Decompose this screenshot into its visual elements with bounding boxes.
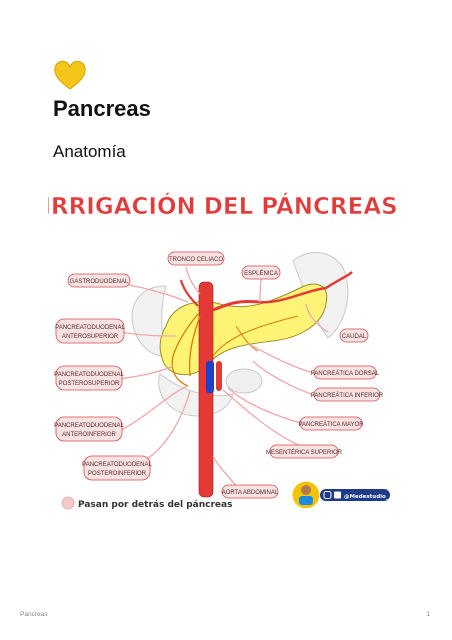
svg-text:CAUDAL: CAUDAL [342, 334, 367, 340]
svg-text:PANCREATODUODENAL: PANCREATODUODENAL [54, 372, 124, 378]
svg-text:Pasan por detrás del páncreas: Pasan por detrás del páncreas [78, 500, 232, 510]
label-caudal: CAUDAL [339, 328, 369, 343]
svg-text:MESENTÉRICA SUPERIOR: MESENTÉRICA SUPERIOR [266, 449, 343, 456]
svg-text:PANCREÁTICA MAYOR: PANCREÁTICA MAYOR [298, 421, 364, 428]
figure-legend: Pasan por detrás del páncreas [61, 496, 232, 510]
svg-text:PANCREATODUODENAL: PANCREATODUODENAL [82, 462, 152, 468]
instagram-icon [323, 491, 332, 499]
anatomy-illustration [131, 252, 353, 498]
svg-text:PANCREÁTICA DORSAL: PANCREÁTICA DORSAL [311, 370, 380, 377]
svg-text:ANTEROSUPERIOR: ANTEROSUPERIOR [62, 334, 119, 340]
section-heading: Anatomía [53, 142, 126, 161]
label-mesenterica-superior: MESENTÉRICA SUPERIOR [266, 444, 343, 459]
label-pd-anterosuperior: PANCREATODUODENAL ANTEROSUPERIOR [55, 318, 125, 344]
svg-text:POSTEROINFERIOR: POSTEROINFERIOR [88, 471, 147, 477]
svg-text:ESPLÉNICA: ESPLÉNICA [244, 270, 278, 277]
label-esplenica: ESPLÉNICA [241, 265, 281, 280]
footer-page-number: 1 [426, 611, 430, 618]
yellow-heart-icon [54, 60, 86, 90]
facebook-icon [334, 491, 341, 499]
pancreas-irrigation-figure: IRRIGACIÓN DEL PÁNCREAS [48, 192, 398, 510]
label-pancreatica-mayor: PANCREÁTICA MAYOR [298, 416, 364, 431]
svg-text:PANCREATODUODENAL: PANCREATODUODENAL [55, 325, 125, 331]
svg-text:AORTA ABDOMINAL: AORTA ABDOMINAL [222, 490, 279, 496]
svg-text:PANCREÁTICA INFERIOR: PANCREÁTICA INFERIOR [311, 392, 384, 399]
pancreas-shape [159, 283, 328, 375]
svg-text:PANCREATODUODENAL: PANCREATODUODENAL [54, 423, 124, 429]
footer-document-name: Pancreas [20, 611, 48, 618]
label-pd-anteroinferior: PANCREATODUODENAL ANTEROINFERIOR [54, 416, 124, 442]
label-pancreatica-dorsal: PANCREÁTICA DORSAL [311, 365, 380, 380]
label-gastroduodenal: GASTRODUODENAL [67, 273, 131, 288]
label-pancreatica-inferior: PANCREÁTICA INFERIOR [311, 387, 384, 402]
svg-text:GASTRODUODENAL: GASTRODUODENAL [70, 279, 129, 285]
label-tronco-celiaco: TRONCO CELIACO [167, 251, 225, 266]
mesenteric-vein [206, 361, 214, 393]
svg-text:POSTEROSUPERIOR: POSTEROSUPERIOR [59, 381, 120, 387]
social-badge: @Medestudio_ [291, 480, 390, 510]
figure-heading: IRRIGACIÓN DEL PÁNCREAS [48, 192, 398, 220]
svg-text:@Medestudio_: @Medestudio_ [344, 494, 389, 500]
label-pd-posteroinferior: PANCREATODUODENAL POSTEROINFERIOR [82, 455, 152, 481]
svg-text:ANTEROINFERIOR: ANTEROINFERIOR [62, 432, 116, 438]
svg-text:TRONCO CELIACO: TRONCO CELIACO [169, 257, 223, 263]
label-aorta-abdominal: AORTA ABDOMINAL [221, 484, 279, 499]
label-pd-posterosuperior: PANCREATODUODENAL POSTEROSUPERIOR [54, 365, 124, 391]
page-title: Pancreas [53, 96, 151, 121]
